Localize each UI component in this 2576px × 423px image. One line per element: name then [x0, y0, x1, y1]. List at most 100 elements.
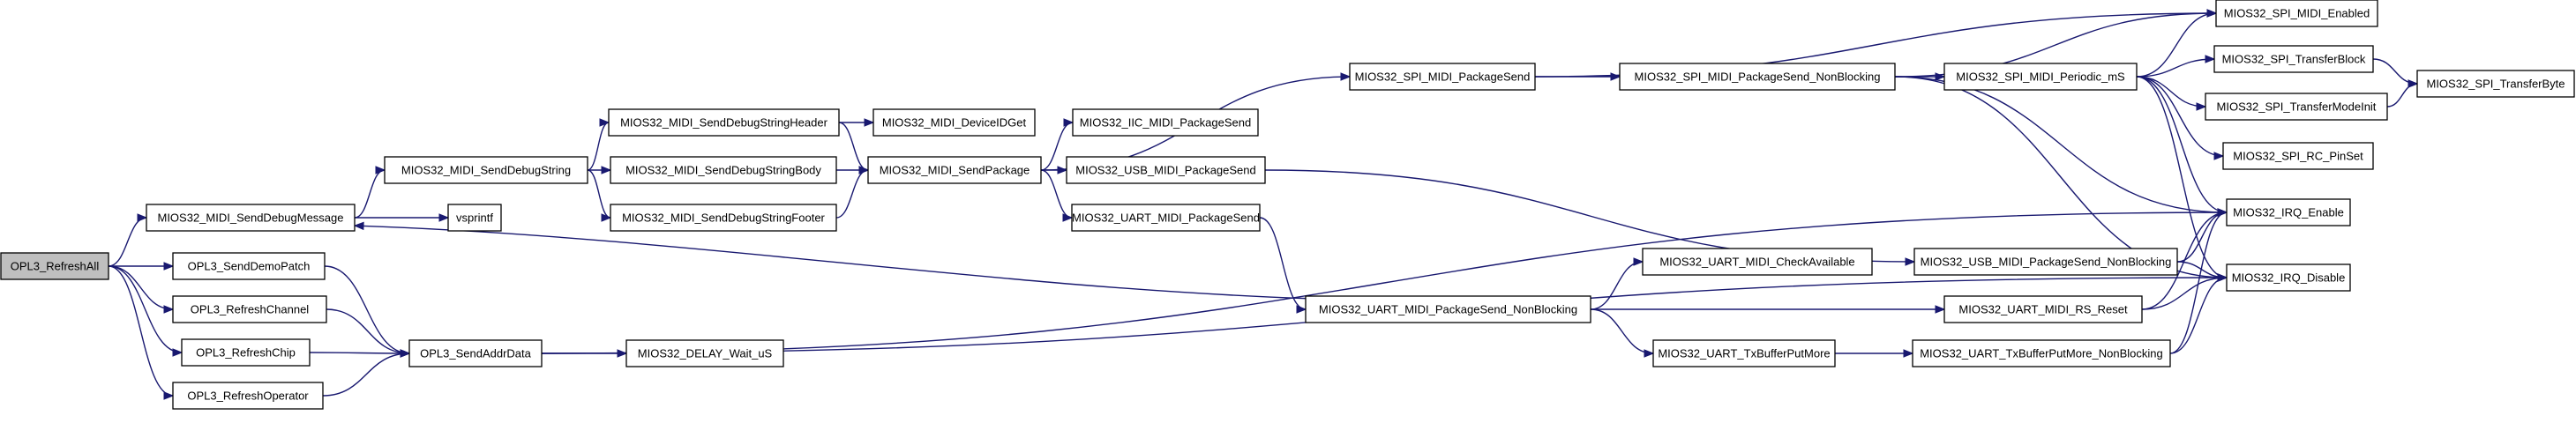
node-spitransfermodeinit[interactable]: MIOS32_SPI_TransferModeInit [2205, 93, 2388, 121]
arrowhead-icon [2213, 152, 2225, 160]
edge-line [2136, 76, 2224, 157]
edge-line [108, 265, 174, 397]
edge-line [309, 352, 410, 354]
node-label: MIOS32_IIC_MIDI_PackageSend [1080, 116, 1251, 130]
node-irqenable[interactable]: MIOS32_IRQ_Enable [2226, 198, 2351, 226]
node-label: MIOS32_UART_MIDI_PackageSend [1072, 212, 1260, 225]
node-box [1912, 339, 2171, 367]
node-box [408, 339, 543, 367]
edge-sendpackage-to-usbpackagesend [1041, 166, 1068, 174]
node-label: MIOS32_SPI_MIDI_Enabled [2224, 7, 2370, 20]
node-uartcheckavail[interactable]: MIOS32_UART_MIDI_CheckAvailable [1642, 248, 1873, 276]
node-spircpinset[interactable]: MIOS32_SPI_RC_PinSet [2222, 142, 2374, 170]
edge-line [838, 122, 869, 171]
node-label: MIOS32_MIDI_SendDebugMessage [157, 212, 343, 225]
node-uarttxputmore[interactable]: MIOS32_UART_TxBufferPutMore [1652, 339, 1836, 367]
node-uartrsreset[interactable]: MIOS32_UART_MIDI_RS_Reset [1943, 295, 2143, 323]
node-senddebugmessage[interactable]: MIOS32_MIDI_SendDebugMessage [146, 204, 356, 232]
edge-senddebugmessage-to-senddebugstring [354, 166, 386, 219]
node-box [2222, 142, 2374, 170]
node-refreshall[interactable]: OPL3_RefreshAll [0, 252, 109, 280]
edge-line [2141, 277, 2228, 310]
edge-uartpackagesendnb-to-uartrsreset [1591, 305, 1946, 314]
edge-sendheader-to-sendpackage [838, 122, 870, 174]
node-box [172, 295, 327, 323]
node-uartpackagesendnb[interactable]: MIOS32_UART_MIDI_PackageSend_NonBlocking [1305, 295, 1591, 323]
node-uarttxputmorenb[interactable]: MIOS32_UART_TxBufferPutMore_NonBlocking [1912, 339, 2171, 367]
node-box [1305, 295, 1591, 323]
node-box [2226, 198, 2351, 226]
node-label: OPL3_RefreshChip [196, 346, 296, 360]
arrowhead-icon [1935, 72, 1946, 81]
edge-line [541, 212, 2228, 354]
node-label: MIOS32_SPI_TransferByte [2426, 78, 2565, 91]
node-label: OPL3_SendDemoPatch [188, 260, 311, 273]
node-spitransferblock[interactable]: MIOS32_SPI_TransferBlock [2213, 45, 2374, 73]
node-spitransferbyte[interactable]: MIOS32_SPI_TransferByte [2416, 70, 2575, 98]
node-delay[interactable]: MIOS32_DELAY_Wait_uS [625, 339, 784, 367]
node-irqdisable[interactable]: MIOS32_IRQ_Disable [2226, 263, 2351, 292]
node-box [2205, 93, 2388, 121]
node-usbpackagesend[interactable]: MIOS32_USB_MIDI_PackageSend [1066, 156, 1266, 184]
edge-line [1590, 261, 1644, 310]
edge-senddebugmessage-to-vsprintf [355, 213, 450, 222]
node-senddemopatch[interactable]: OPL3_SendDemoPatch [172, 252, 326, 280]
node-label: MIOS32_USB_MIDI_PackageSend [1075, 164, 1256, 177]
node-refreshchannel[interactable]: OPL3_RefreshChannel [172, 295, 327, 323]
edge-uarttxputmorenb-to-irqenable [2169, 208, 2228, 354]
node-spipackagesend[interactable]: MIOS32_SPI_MIDI_PackageSend [1349, 63, 1536, 91]
edge-line [2136, 58, 2215, 78]
node-label: MIOS32_UART_TxBufferPutMore_NonBlocking [1920, 347, 2163, 360]
edge-line [2136, 76, 2228, 278]
node-box [172, 252, 326, 280]
node-label: MIOS32_UART_MIDI_RS_Reset [1958, 303, 2128, 316]
edge-line [326, 308, 410, 354]
node-iicpackagesend[interactable]: MIOS32_IIC_MIDI_PackageSend [1072, 108, 1259, 137]
node-sendbody[interactable]: MIOS32_MIDI_SendDebugStringBody [610, 156, 837, 184]
node-spienabled[interactable]: MIOS32_SPI_MIDI_Enabled [2215, 0, 2378, 27]
node-deviceid[interactable]: MIOS32_MIDI_DeviceIDGet [872, 108, 1036, 137]
node-label: MIOS32_UART_TxBufferPutMore [1658, 347, 1830, 360]
node-box [146, 204, 356, 232]
arrowhead-icon [864, 118, 875, 127]
edge-spipackagesend-to-spipackagesendnb [1535, 72, 1621, 81]
edge-refreshoperator-to-sendaddrdata [322, 349, 411, 397]
edge-senddebugstring-to-sendfooter [587, 169, 612, 222]
node-spipackagesendnb[interactable]: MIOS32_SPI_MIDI_PackageSend_NonBlocking [1619, 63, 1896, 91]
arrowhead-icon [599, 118, 610, 127]
edge-line [354, 169, 386, 219]
edge-line [835, 169, 869, 219]
edge-uarttxputmorenb-to-irqdisable [2169, 273, 2228, 354]
node-label: MIOS32_SPI_TransferBlock [2222, 53, 2366, 66]
node-sendheader[interactable]: MIOS32_MIDI_SendDebugStringHeader [608, 108, 840, 137]
edge-senddemopatch-to-sendaddrdata [324, 265, 411, 358]
node-uartpackagesend[interactable]: MIOS32_UART_MIDI_PackageSend [1071, 204, 1261, 232]
arrowhead-icon [2408, 79, 2419, 88]
edge-uartrsreset-to-irqdisable [2141, 273, 2228, 310]
node-usbpackagesendnb[interactable]: MIOS32_USB_MIDI_PackageSend_NonBlocking [1913, 248, 2178, 276]
edge-line [324, 265, 410, 354]
node-senddebugstring[interactable]: MIOS32_MIDI_SendDebugString [384, 156, 588, 184]
arrowhead-icon [2217, 273, 2228, 282]
node-vsprintf[interactable]: vsprintf [447, 204, 502, 232]
edge-spipackagesendnb-to-irqenable [1894, 76, 2228, 217]
edge-uartpackagesendnb-to-uarttxputmore [1590, 308, 1655, 358]
node-spiperiodic[interactable]: MIOS32_SPI_MIDI_Periodic_mS [1943, 63, 2138, 91]
node-label: MIOS32_MIDI_SendDebugString [401, 164, 571, 177]
arrowhead-icon [601, 213, 612, 222]
node-sendaddrdata[interactable]: OPL3_SendAddrData [408, 339, 543, 367]
node-label: vsprintf [456, 212, 493, 225]
node-sendpackage[interactable]: MIOS32_MIDI_SendPackage [867, 156, 1042, 184]
edge-uartpackagesendnb-to-uartcheckavail [1590, 257, 1644, 310]
node-label: MIOS32_SPI_MIDI_Periodic_mS [1956, 70, 2125, 84]
node-sendfooter[interactable]: MIOS32_MIDI_SendDebugStringFooter [610, 204, 837, 232]
node-label: MIOS32_UART_MIDI_PackageSend_NonBlocking [1319, 303, 1577, 316]
arrowhead-icon [400, 349, 411, 358]
arrowhead-icon [1296, 305, 1307, 314]
node-refreshoperator[interactable]: OPL3_RefreshOperator [172, 382, 324, 410]
node-label: OPL3_RefreshOperator [187, 390, 309, 403]
edge-line [587, 122, 610, 171]
node-refreshchip[interactable]: OPL3_RefreshChip [181, 338, 311, 367]
node-box [0, 252, 109, 280]
